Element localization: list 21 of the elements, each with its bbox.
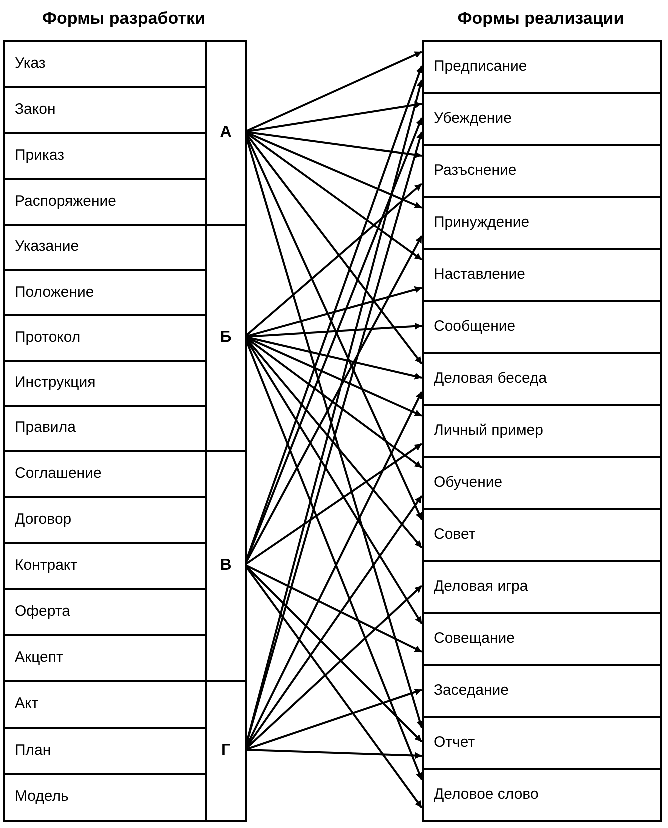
- realization-box: Убеждение: [422, 92, 662, 146]
- realization-box: Деловая беседа: [422, 352, 662, 406]
- realization-box: Заседание: [422, 664, 662, 718]
- realization-box: Совет: [422, 508, 662, 562]
- form-box: Указ: [3, 40, 207, 88]
- realization-box: Наставление: [422, 248, 662, 302]
- realization-box: Предписание: [422, 40, 662, 94]
- realization-box: Личный пример: [422, 404, 662, 458]
- group-letter-cell: Г: [205, 680, 247, 822]
- group-letter-cell: А: [205, 40, 247, 226]
- realization-box: Разъснение: [422, 144, 662, 198]
- form-box: Модель: [3, 773, 207, 822]
- realization-box: Отчет: [422, 716, 662, 770]
- realization-box: Деловая игра: [422, 560, 662, 614]
- realization-box: Деловое слово: [422, 768, 662, 822]
- realization-box: Обучение: [422, 456, 662, 510]
- column-heading: Формы разработки: [42, 8, 206, 30]
- realization-box: Сообщение: [422, 300, 662, 354]
- column-heading: Формы реализации: [456, 8, 626, 30]
- realization-box: Принуждение: [422, 196, 662, 250]
- realization-box: Совещание: [422, 612, 662, 666]
